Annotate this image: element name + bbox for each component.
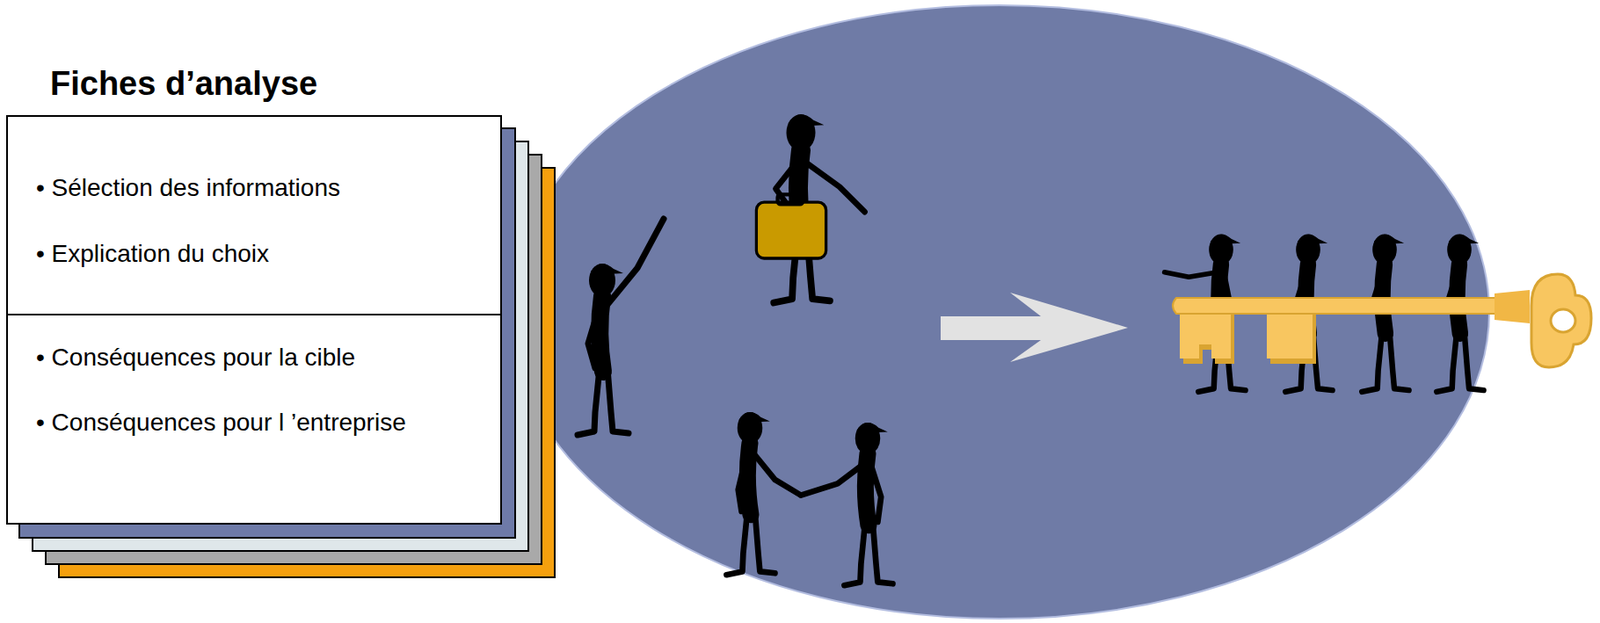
bullet-item: • Conséquences pour la cible xyxy=(36,342,356,373)
bullet-item: • Explication du choix xyxy=(36,239,270,270)
divider-line xyxy=(7,313,501,316)
flow-arrow xyxy=(940,292,1128,363)
bullet-item: • Conséquences pour l ’entreprise xyxy=(36,407,407,438)
handshake-figure xyxy=(800,422,894,586)
suitcase-figure xyxy=(756,114,865,304)
golden-key xyxy=(1172,274,1592,368)
handshake-figure xyxy=(726,412,800,575)
pointing-figure xyxy=(577,218,664,436)
card-heading: Fiches d’analyse xyxy=(50,64,318,103)
analysis-card: Fiches d’analyse• Sélection des informat… xyxy=(6,115,502,525)
bullet-item: • Sélection des informations xyxy=(36,173,341,204)
